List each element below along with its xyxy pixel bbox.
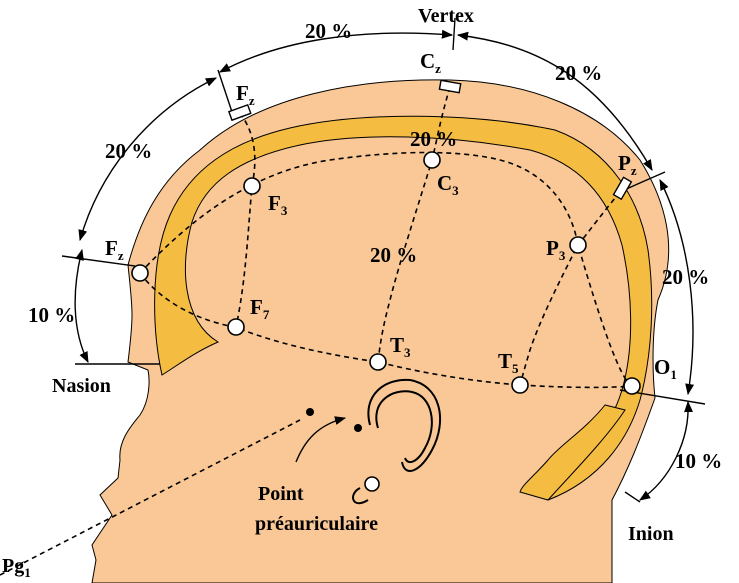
electrode-f7 (228, 319, 244, 335)
electrode-f3 (244, 178, 260, 194)
electrode-o1 (624, 378, 640, 394)
preauricular-dot-2 (354, 424, 362, 432)
pct-front-lower: 10 % (28, 303, 75, 327)
electrode-p3 (570, 237, 586, 253)
pct-center-mid: 20 % (370, 243, 417, 267)
label-preauriculaire: préauriculaire (255, 513, 378, 535)
label-inion: Inion (628, 523, 674, 545)
label-point: Point (258, 483, 304, 505)
label-pg1: Pg1 (2, 555, 31, 580)
label-vertex: Vertex (418, 5, 474, 27)
pct-top-right: 20 % (555, 61, 602, 85)
pct-center-top: 20 % (410, 127, 457, 151)
preauricular-dot-1 (306, 408, 314, 416)
pct-back-lower: 10 % (675, 449, 722, 473)
label-fz: Fz (236, 81, 255, 108)
electrode-fp (132, 265, 148, 281)
pct-front-upper: 20 % (105, 139, 152, 163)
label-o1: O1 (654, 355, 677, 382)
preauricular-circle (365, 477, 379, 491)
pct-top-left: 20 % (305, 19, 352, 43)
label-fp: Fz (105, 236, 124, 263)
electrode-t3 (370, 354, 386, 370)
label-cz: Cz (420, 49, 441, 76)
pct-back-upper: 20 % (662, 265, 709, 289)
electrode-c3 (424, 152, 440, 168)
electrode-t5 (512, 377, 528, 393)
label-nasion: Nasion (52, 375, 111, 397)
